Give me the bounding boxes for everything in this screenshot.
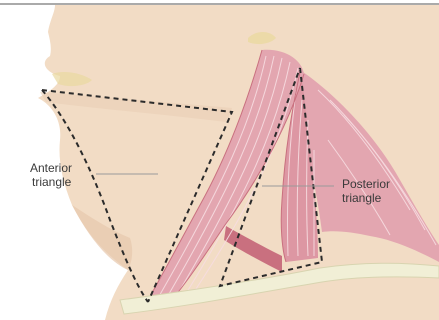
anterior-label: Anterior triangle	[30, 161, 75, 189]
